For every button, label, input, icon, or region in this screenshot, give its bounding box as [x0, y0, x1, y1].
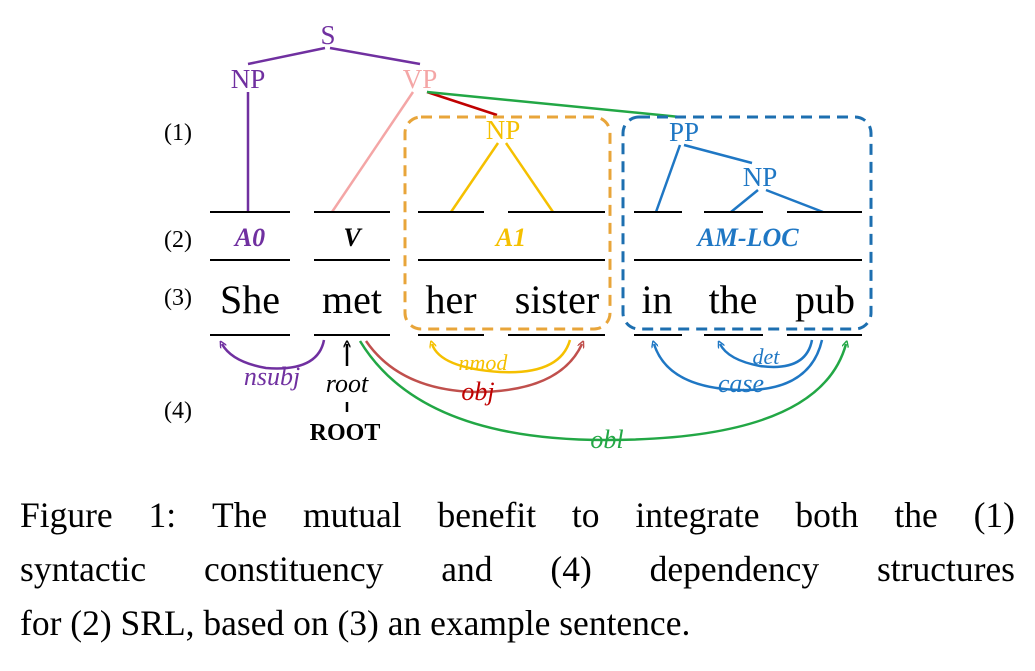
node-np-pp: NP	[743, 162, 778, 192]
edge-pp-np	[683, 143, 753, 165]
dep-nsubj: nsubj	[244, 362, 300, 391]
word-in: in	[641, 277, 672, 322]
caption-word: and	[441, 549, 493, 589]
edge-s-np	[247, 46, 326, 66]
row-label-1: (1)	[164, 120, 192, 146]
a1-dashed-box	[403, 115, 612, 331]
edge-np-the	[730, 189, 759, 213]
figure-caption: Figure 1: The mutual benefit to integrat…	[20, 488, 1015, 650]
caption-word: 1:	[148, 495, 177, 535]
srl-a0: A0	[233, 223, 265, 252]
caption-word: The	[212, 495, 268, 535]
am-loc-dashed-box	[621, 115, 873, 331]
caption-word: dependency	[649, 549, 820, 589]
caption-word: Figure	[20, 495, 113, 535]
caption-word: syntactic	[20, 549, 147, 589]
dependency-arcs	[222, 340, 846, 442]
node-np-object: NP	[486, 115, 521, 145]
caption-word: benefit	[437, 495, 537, 535]
caption-word: mutual	[303, 495, 402, 535]
edge-s-vp	[329, 46, 421, 66]
dep-root-node: ROOT	[310, 420, 381, 446]
row-label-2: (2)	[164, 227, 192, 253]
word-met: met	[322, 277, 382, 322]
node-vp: VP	[403, 64, 438, 94]
constituency-tree: S NP VP NP PP NP	[231, 20, 824, 214]
arc-det	[720, 340, 814, 369]
arc-obj	[364, 341, 582, 394]
dep-det: det	[753, 344, 781, 369]
row-label-3: (3)	[164, 285, 192, 311]
node-np-subject: NP	[231, 64, 266, 94]
dep-obj: obj	[461, 377, 494, 406]
word-sister: sister	[515, 277, 599, 322]
caption-word: constituency	[204, 549, 384, 589]
row-label-4: (4)	[164, 398, 192, 424]
edge-pp-in	[654, 144, 682, 213]
srl-v: V	[343, 223, 363, 252]
srl-syntax-figure: (1) (2) (3) (4) S NP VP NP PP NP	[164, 20, 873, 454]
edge-np-sister	[504, 142, 555, 213]
edge-np-her	[449, 142, 500, 213]
edge-np-pub	[765, 188, 824, 214]
dep-root: root	[326, 369, 369, 398]
caption-word: the	[894, 495, 938, 535]
arc-obl	[358, 341, 846, 442]
caption-word: integrate	[635, 495, 760, 535]
node-s: S	[320, 20, 335, 50]
arc-case	[654, 340, 824, 392]
edge-vp-pp	[426, 90, 681, 119]
word-the: the	[709, 277, 758, 322]
word-she: She	[220, 277, 280, 322]
srl-rows	[210, 211, 862, 261]
dep-nmod: nmod	[459, 350, 509, 375]
dependency-labels: nsubj root ROOT nmod obj det case obl	[244, 344, 780, 454]
word-pub: pub	[795, 277, 855, 322]
caption-word: (1)	[973, 495, 1015, 535]
caption-line-3: for (2) SRL, based on (3) an example sen…	[20, 603, 691, 643]
arc-nmod	[432, 340, 572, 374]
edge-vp-np	[426, 90, 498, 117]
srl-labels: A0 V A1 AM-LOC	[233, 223, 799, 252]
edge-vp-v	[330, 91, 415, 213]
arc-nsubj	[222, 340, 326, 370]
srl-am-loc: AM-LOC	[695, 223, 799, 252]
dep-case: case	[718, 369, 764, 398]
caption-word: to	[571, 495, 600, 535]
node-pp: PP	[669, 117, 699, 147]
srl-a1: A1	[494, 223, 526, 252]
caption-line-2: syntactic constituency and (4) dependenc…	[20, 542, 1015, 596]
caption-word: (4)	[550, 549, 592, 589]
word-her: her	[425, 277, 476, 322]
caption-word: both	[795, 495, 859, 535]
sentence: She met her sister in the pub	[220, 277, 855, 322]
caption-line-1: Figure 1: The mutual benefit to integrat…	[20, 488, 1015, 542]
caption-word: structures	[876, 549, 1015, 589]
dep-obl: obl	[590, 425, 623, 454]
